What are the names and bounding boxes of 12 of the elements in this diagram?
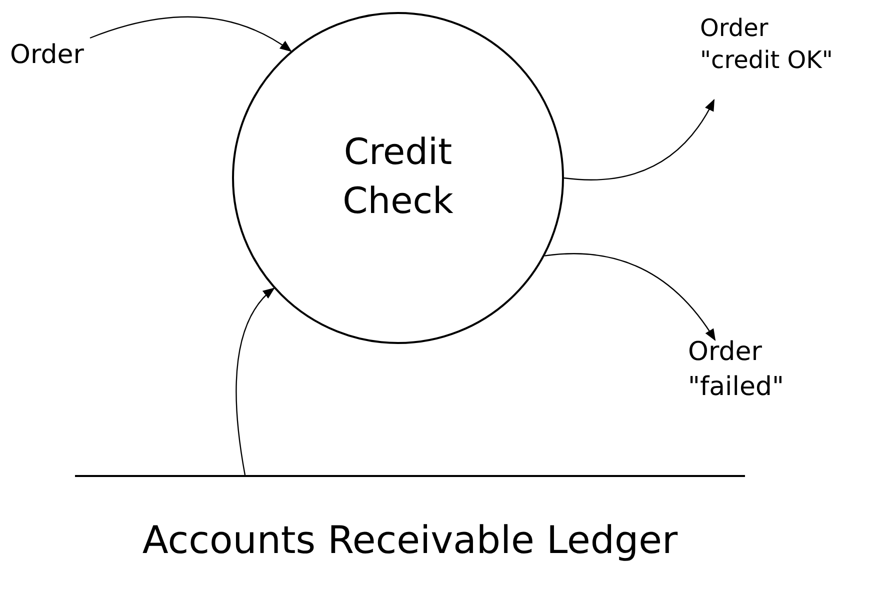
arrow — [90, 16, 292, 52]
node-label: Accounts Receivable Ledger — [142, 517, 678, 564]
flow-label: Order — [700, 13, 768, 44]
flow-label: "credit OK" — [700, 45, 833, 76]
arrow — [544, 253, 716, 341]
flow-label: Order — [688, 336, 762, 369]
flow-label: Order — [10, 39, 84, 72]
process-circle — [232, 12, 564, 344]
node-label: Credit Check — [342, 131, 454, 224]
flow-label: "failed" — [688, 371, 784, 404]
arrow — [564, 98, 715, 180]
arrow — [236, 288, 275, 476]
